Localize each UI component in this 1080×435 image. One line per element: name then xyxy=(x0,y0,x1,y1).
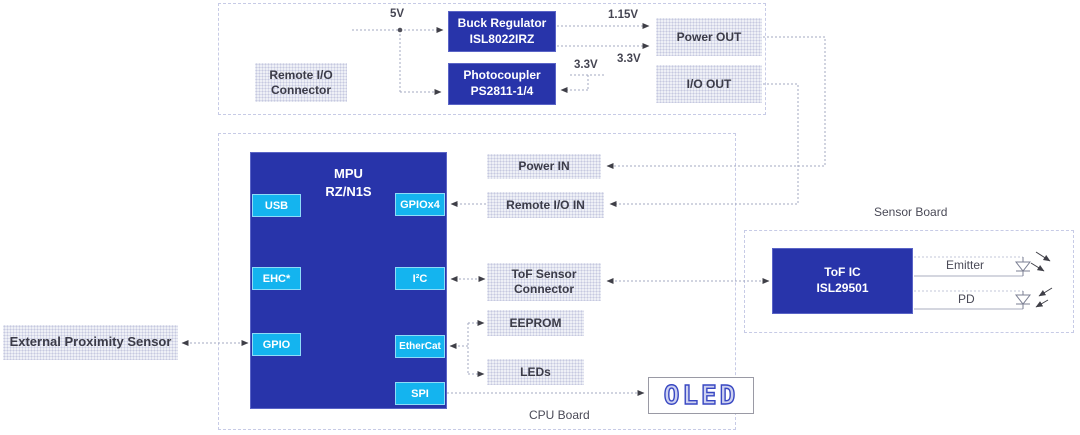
buck-regulator-box: Buck Regulator ISL8022IRZ xyxy=(448,11,556,52)
photocoupler-label-1: Photocoupler xyxy=(463,68,541,83)
mpu-port-usb: USB xyxy=(252,194,301,217)
voltage-3-3v-small-label: 3.3V xyxy=(574,59,598,71)
gpio-port-label: GPIO xyxy=(262,338,291,351)
power-out-label: Power OUT xyxy=(676,29,742,44)
tof-ic-box: ToF IC ISL29501 xyxy=(772,248,913,314)
i2c-port-label: I²C xyxy=(412,272,428,285)
power-in-box: Power IN xyxy=(487,154,601,179)
mpu-port-spi: SPI xyxy=(395,382,445,405)
tof-ic-label-2: ISL29501 xyxy=(816,281,869,295)
emitter-label: Emitter xyxy=(946,258,985,272)
mpu-port-ehc: EHC* xyxy=(252,267,301,290)
eeprom-box: EEPROM xyxy=(487,310,584,336)
mpu-port-gpiox4: GPIOx4 xyxy=(395,193,445,216)
oled-display: OLED xyxy=(648,377,754,414)
voltage-3-3v-big-label: 3.3V xyxy=(617,53,641,65)
pd-label: PD xyxy=(958,292,975,306)
photocoupler-label-2: PS2811-1/4 xyxy=(470,84,534,98)
tof-sensor-connector-box: ToF Sensor Connector xyxy=(487,263,601,301)
sensor-board-caption: Sensor Board xyxy=(874,205,948,219)
io-out-box: I/O OUT xyxy=(656,65,762,103)
tof-ic-label-1: ToF IC xyxy=(824,265,861,280)
mpu-title-1: MPU xyxy=(334,166,363,181)
oled-label: OLED xyxy=(663,380,739,411)
mpu-port-gpio: GPIO xyxy=(252,333,301,356)
remote-io-in-label: Remote I/O IN xyxy=(506,197,585,212)
eeprom-label: EEPROM xyxy=(509,315,562,330)
ehc-port-label: EHC* xyxy=(262,272,291,285)
power-in-label: Power IN xyxy=(518,159,570,173)
buck-regulator-label-1: Buck Regulator xyxy=(457,15,547,30)
remote-io-connector-label-1: Remote I/O xyxy=(269,67,333,82)
remote-io-connector-label-2: Connector xyxy=(271,82,331,97)
leds-box: LEDs xyxy=(487,359,584,385)
external-proximity-sensor-label: External Proximity Sensor xyxy=(9,334,172,350)
gpiox4-port-label: GPIOx4 xyxy=(400,198,440,211)
tof-connector-label-2: Connector xyxy=(514,282,574,296)
photocoupler-box: Photocoupler PS2811-1/4 xyxy=(448,63,556,105)
mpu-port-ethercat: EtherCat xyxy=(395,335,445,358)
mpu-port-i2c: I²C xyxy=(395,267,445,290)
voltage-1-15v-label: 1.15V xyxy=(608,9,639,21)
io-out-label: I/O OUT xyxy=(686,76,732,91)
voltage-5v-label: 5V xyxy=(390,8,405,20)
external-proximity-sensor-box: External Proximity Sensor xyxy=(3,325,178,360)
usb-port-label: USB xyxy=(264,199,289,212)
ethercat-port-label: EtherCat xyxy=(399,341,441,352)
mpu-title-2: RZ/N1S xyxy=(325,183,372,199)
leds-label: LEDs xyxy=(520,364,551,379)
cpu-board-caption: CPU Board xyxy=(529,408,590,422)
remote-io-connector-box: Remote I/O Connector xyxy=(255,63,347,102)
buck-regulator-label-2: ISL8022IRZ xyxy=(469,31,535,46)
spi-port-label: SPI xyxy=(411,387,429,400)
power-out-box: Power OUT xyxy=(656,18,762,56)
tof-connector-label-1: ToF Sensor xyxy=(511,267,577,281)
remote-io-in-box: Remote I/O IN xyxy=(487,192,604,218)
